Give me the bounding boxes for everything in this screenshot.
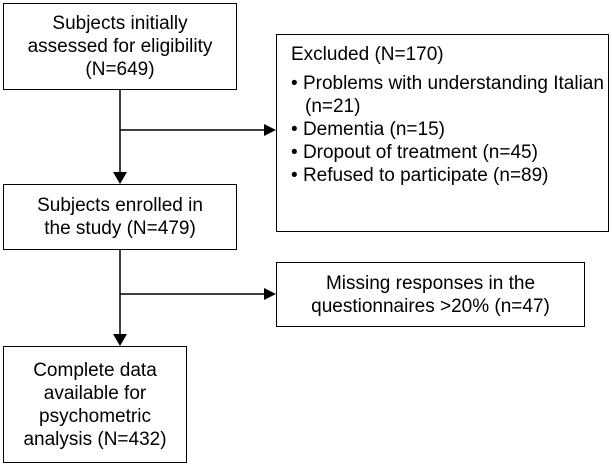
excluded-item: Dementia (n=15): [291, 118, 608, 141]
excluded-item: Dropout of treatment (n=45): [291, 141, 608, 164]
complete-line: analysis (N=432): [23, 428, 167, 450]
assessed-line: (N=649): [85, 59, 155, 80]
enrolled-line: Subjects enrolled in: [37, 195, 203, 216]
enrolled-line: the study (N=479): [44, 218, 196, 239]
missing-line: questionnaires >20% (n=47): [311, 295, 550, 317]
assessed-line: assessed for eligibility: [27, 36, 213, 57]
complete-line: psychometric: [39, 405, 151, 427]
excluded-title: Excluded (N=170): [291, 44, 444, 65]
excluded-item: Problems with understanding Italian (n=2…: [291, 72, 608, 118]
missing-box: Missing responses in the questionnaires …: [276, 262, 585, 327]
assessed-line: Subjects initially: [52, 13, 188, 34]
excluded-box: Excluded (N=170) Problems with understan…: [276, 34, 609, 232]
complete-line: available for: [43, 382, 147, 404]
excluded-item: Refused to participate (n=89): [291, 164, 608, 187]
complete-box: Complete data available for psychometric…: [3, 346, 187, 463]
assessed-box: Subjects initially assessed for eligibil…: [3, 3, 237, 90]
missing-line: Missing responses in the: [325, 272, 536, 294]
enrolled-box: Subjects enrolled in the study (N=479): [3, 184, 237, 250]
complete-line: Complete data: [33, 359, 157, 381]
